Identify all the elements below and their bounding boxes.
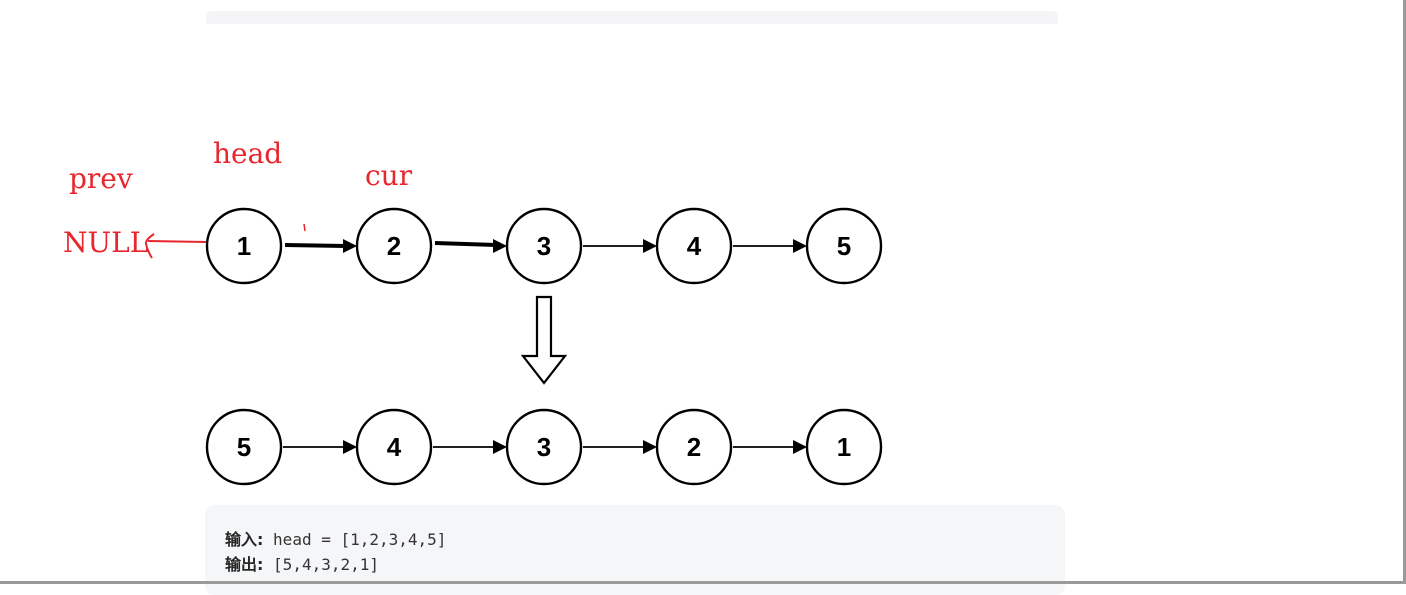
- prev-label: prev: [69, 162, 133, 195]
- top-edge-1-2: [284, 243, 347, 248]
- top-panel-edge: [206, 11, 1058, 24]
- window-border-bottom: [0, 581, 1406, 584]
- input-line: 输入: head = [1,2,3,4,5]: [225, 526, 446, 550]
- top-arrowhead-1-2: [343, 239, 357, 253]
- top-arrowhead-4-5: [793, 239, 807, 253]
- top-node-3: 3: [505, 207, 583, 285]
- bottom-arrowhead-5-4: [343, 440, 357, 454]
- null-label: NULL: [63, 226, 148, 259]
- top-arrowhead-2-3: [493, 239, 507, 253]
- bottom-arrowhead-3-2: [643, 440, 657, 454]
- top-node-3-value: 3: [537, 231, 551, 261]
- bottom-node-3-value: 3: [537, 432, 551, 462]
- bottom-arrowhead-2-1: [793, 440, 807, 454]
- top-arrowhead-3-4: [643, 239, 657, 253]
- bottom-node-1: 1: [805, 408, 883, 486]
- transform-down-arrow-icon: [520, 295, 568, 385]
- bottom-node-2-value: 4: [387, 432, 402, 462]
- bottom-node-4-value: 2: [687, 432, 701, 462]
- output-label: 输出:: [225, 555, 264, 574]
- output-line: 输出: [5,4,3,2,1]: [225, 551, 379, 575]
- top-node-1: 1: [205, 207, 283, 285]
- bottom-node-3: 3: [505, 408, 583, 486]
- bottom-arrowhead-4-3: [493, 440, 507, 454]
- top-list-edges: [284, 239, 807, 253]
- bottom-node-5-value: 1: [837, 432, 851, 462]
- bottom-node-4: 4: [355, 408, 433, 486]
- input-label: 输入:: [225, 530, 264, 549]
- top-node-4: 4: [655, 207, 733, 285]
- bottom-list: 5 4 3 2 1: [205, 408, 883, 486]
- top-node-2-value: 2: [387, 231, 401, 261]
- bottom-node-1-value: 5: [237, 432, 251, 462]
- head-label: head: [213, 137, 282, 170]
- top-node-4-value: 4: [687, 231, 702, 261]
- red-arrow-to-null: [144, 223, 306, 259]
- top-node-5-value: 5: [837, 231, 851, 261]
- cur-label: cur: [365, 159, 413, 192]
- top-node-1-value: 1: [237, 231, 251, 261]
- top-list: 1 2 3 4 5: [205, 207, 883, 285]
- top-node-2: 2: [355, 207, 433, 285]
- input-value: head = [1,2,3,4,5]: [273, 530, 447, 549]
- bottom-node-5: 5: [205, 408, 283, 486]
- output-value: [5,4,3,2,1]: [273, 555, 380, 574]
- top-node-5: 5: [805, 207, 883, 285]
- bottom-list-edges: [283, 440, 807, 454]
- example-code-block: 输入: head = [1,2,3,4,5] 输出: [5,4,3,2,1]: [205, 505, 1065, 595]
- bottom-node-2: 2: [655, 408, 733, 486]
- top-edge-2-3: [434, 241, 497, 247]
- window-border-right: [1403, 0, 1406, 584]
